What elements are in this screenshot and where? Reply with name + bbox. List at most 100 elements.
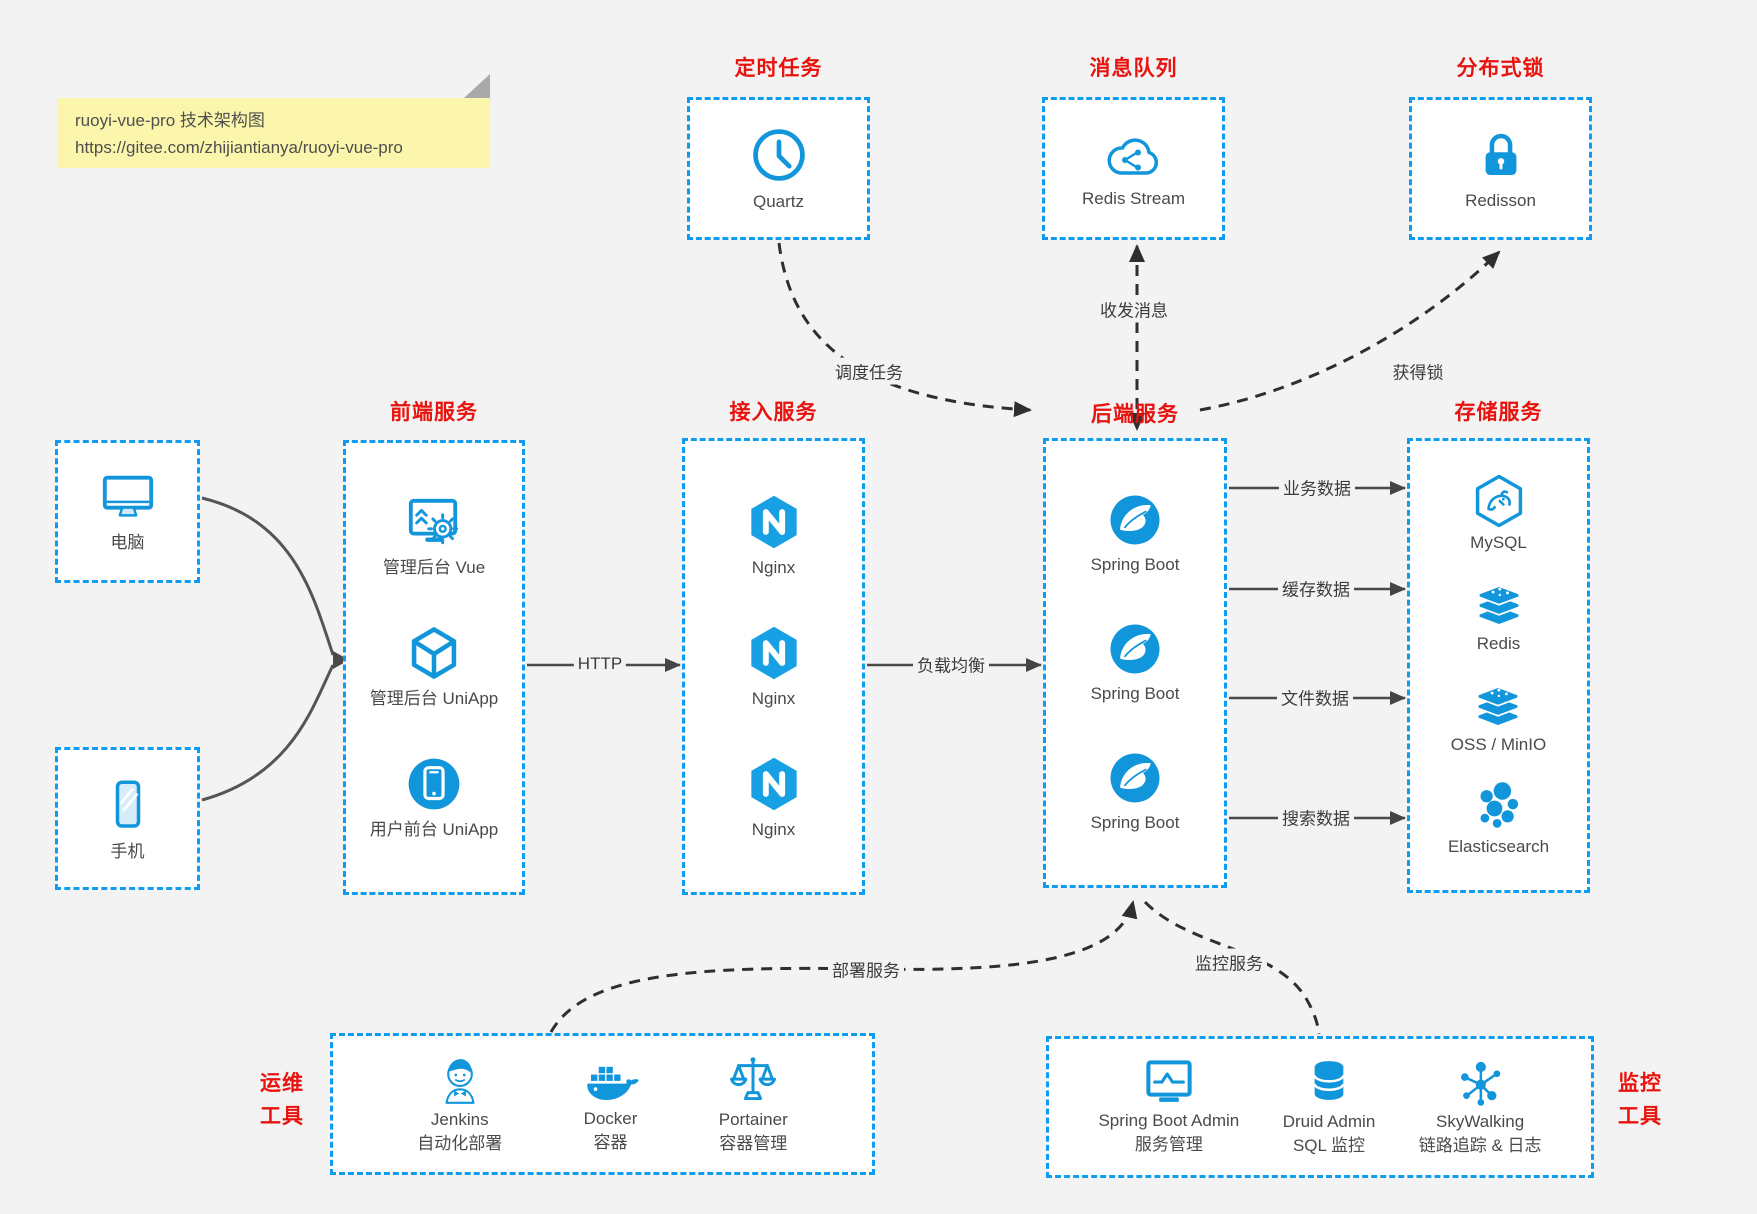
node-label: Nginx bbox=[751, 688, 796, 708]
edge-acquire-lock bbox=[1199, 250, 1501, 412]
node-spring-boot-admin: Spring Boot Admin 服务管理 bbox=[1098, 1057, 1239, 1156]
nginx-icon bbox=[745, 493, 803, 551]
edge-mobile-to-frontend bbox=[201, 664, 335, 802]
node-label: Quartz bbox=[752, 191, 805, 211]
cloud-share-icon bbox=[1101, 128, 1165, 182]
edge-label-acquire-lock: 获得锁 bbox=[1388, 357, 1448, 385]
node-nginx-2: Nginx bbox=[745, 624, 803, 709]
node-nginx-3: Nginx bbox=[745, 755, 803, 840]
group-title-monitoring-tools: 监控 工具 bbox=[1618, 1072, 1662, 1128]
group-title-storage: 存储服务 bbox=[1454, 401, 1543, 424]
node-pc: 电脑 bbox=[97, 470, 159, 553]
node-redis-stream: Redis Stream bbox=[1082, 128, 1185, 209]
group-box-devops-tools: Jenkins 自动化部署 Docker bbox=[330, 1033, 875, 1175]
node-label: SkyWalking bbox=[1436, 1112, 1525, 1132]
phone-icon bbox=[100, 775, 156, 835]
skywalking-icon bbox=[1453, 1056, 1507, 1110]
node-docker: Docker 容器 bbox=[581, 1053, 641, 1154]
group-title-scheduled-task: 定时任务 bbox=[734, 57, 823, 80]
node-desc: 容器 bbox=[593, 1132, 628, 1152]
spring-boot-admin-icon bbox=[1140, 1057, 1198, 1109]
edge-label-cache-data: 缓存数据 bbox=[1278, 574, 1354, 602]
node-label: Redisson bbox=[1465, 190, 1536, 210]
nginx-icon bbox=[745, 755, 803, 813]
group-box-monitoring-tools: Spring Boot Admin 服务管理 Druid Admin SQL 监… bbox=[1046, 1036, 1594, 1178]
database-icon bbox=[1302, 1056, 1356, 1110]
jenkins-icon bbox=[433, 1052, 487, 1108]
node-desc: 容器管理 bbox=[719, 1133, 788, 1153]
node-label: 用户前台 UniApp bbox=[369, 819, 499, 839]
docker-icon bbox=[581, 1053, 641, 1107]
sticky-note: ruoyi-vue-pro 技术架构图 https://gitee.com/zh… bbox=[57, 98, 490, 168]
node-mysql: MySQL bbox=[1470, 473, 1527, 553]
node-label: Redis bbox=[1476, 633, 1521, 653]
node-spring-boot-2: Spring Boot bbox=[1090, 621, 1180, 704]
node-label: Portainer bbox=[718, 1110, 788, 1130]
group-box-distributed-lock: Redisson bbox=[1409, 97, 1592, 240]
user-app-icon bbox=[405, 755, 463, 813]
node-elasticsearch: Elasticsearch bbox=[1448, 777, 1549, 857]
node-label: Druid Admin bbox=[1282, 1112, 1376, 1132]
node-oss-minio: OSS / MinIO bbox=[1451, 677, 1546, 755]
node-admin-uniapp: 管理后台 UniApp bbox=[370, 624, 498, 709]
group-title-devops-tools: 运维 工具 bbox=[260, 1072, 304, 1128]
lock-icon bbox=[1472, 126, 1530, 184]
node-nginx-1: Nginx bbox=[745, 493, 803, 578]
node-desc: 自动化部署 bbox=[417, 1133, 503, 1153]
node-admin-vue: 管理后台 Vue bbox=[383, 495, 485, 578]
group-title-gateway: 接入服务 bbox=[729, 401, 818, 424]
uniapp-cube-icon bbox=[405, 624, 463, 682]
edge-label-monitor-service: 监控服务 bbox=[1191, 948, 1267, 976]
group-box-gateway: Nginx Nginx Nginx bbox=[682, 438, 865, 895]
node-skywalking: SkyWalking 链路追踪 & 日志 bbox=[1419, 1056, 1542, 1157]
node-label: Docker bbox=[583, 1109, 638, 1129]
group-box-pc-client: 电脑 bbox=[55, 440, 200, 583]
node-label: 手机 bbox=[110, 841, 145, 861]
portainer-scales-icon bbox=[726, 1052, 780, 1108]
node-spring-boot-3: Spring Boot bbox=[1090, 750, 1180, 833]
node-label: Nginx bbox=[751, 557, 796, 577]
group-title-distributed-lock: 分布式锁 bbox=[1456, 57, 1545, 80]
edge-label-schedule-task: 调度任务 bbox=[831, 357, 907, 385]
group-title-message-queue: 消息队列 bbox=[1089, 57, 1178, 80]
spring-icon bbox=[1107, 750, 1163, 806]
node-spring-boot-1: Spring Boot bbox=[1090, 492, 1180, 575]
edge-label-search-data: 搜索数据 bbox=[1278, 803, 1354, 831]
admin-vue-icon bbox=[403, 495, 465, 551]
edge-label-load-balance: 负载均衡 bbox=[913, 650, 989, 678]
node-jenkins: Jenkins 自动化部署 bbox=[417, 1052, 502, 1155]
edge-label-business-data: 业务数据 bbox=[1279, 473, 1355, 501]
node-label: Elasticsearch bbox=[1447, 837, 1550, 857]
node-mobile: 手机 bbox=[100, 775, 156, 862]
node-label: OSS / MinIO bbox=[1450, 734, 1547, 754]
edge-schedule-task bbox=[777, 242, 1032, 418]
desktop-icon bbox=[97, 470, 159, 526]
elasticsearch-icon bbox=[1470, 777, 1526, 833]
node-label: 管理后台 UniApp bbox=[369, 688, 499, 708]
node-quartz: Quartz bbox=[749, 125, 809, 212]
node-portainer: Portainer 容器管理 bbox=[719, 1052, 788, 1155]
node-label: Redis Stream bbox=[1082, 188, 1185, 208]
node-desc: SQL 监控 bbox=[1292, 1135, 1366, 1155]
node-desc: 链路追踪 & 日志 bbox=[1418, 1135, 1542, 1155]
node-label: Spring Boot bbox=[1090, 684, 1180, 704]
note-fold-corner bbox=[464, 74, 490, 98]
redis-stack-icon bbox=[1472, 576, 1526, 630]
node-desc: 服务管理 bbox=[1134, 1134, 1203, 1154]
node-label: Spring Boot bbox=[1090, 555, 1180, 575]
nginx-icon bbox=[745, 624, 803, 682]
group-box-message-queue: Redis Stream bbox=[1042, 97, 1225, 240]
edge-label-file-data: 文件数据 bbox=[1277, 683, 1353, 711]
mysql-icon bbox=[1471, 473, 1527, 529]
node-label: Spring Boot bbox=[1090, 813, 1180, 833]
spring-icon bbox=[1107, 621, 1163, 677]
group-box-backend: Spring Boot Spring Boot Spring Boot bbox=[1043, 438, 1227, 888]
node-label: MySQL bbox=[1470, 533, 1527, 553]
node-label: Jenkins bbox=[430, 1110, 489, 1130]
note-title: ruoyi-vue-pro 技术架构图 bbox=[75, 111, 265, 130]
node-redis: Redis bbox=[1472, 576, 1526, 654]
node-label: Nginx bbox=[751, 819, 796, 839]
node-label: Spring Boot Admin bbox=[1098, 1111, 1240, 1131]
note-url: https://gitee.com/zhijiantianya/ruoyi-vu… bbox=[75, 138, 403, 158]
